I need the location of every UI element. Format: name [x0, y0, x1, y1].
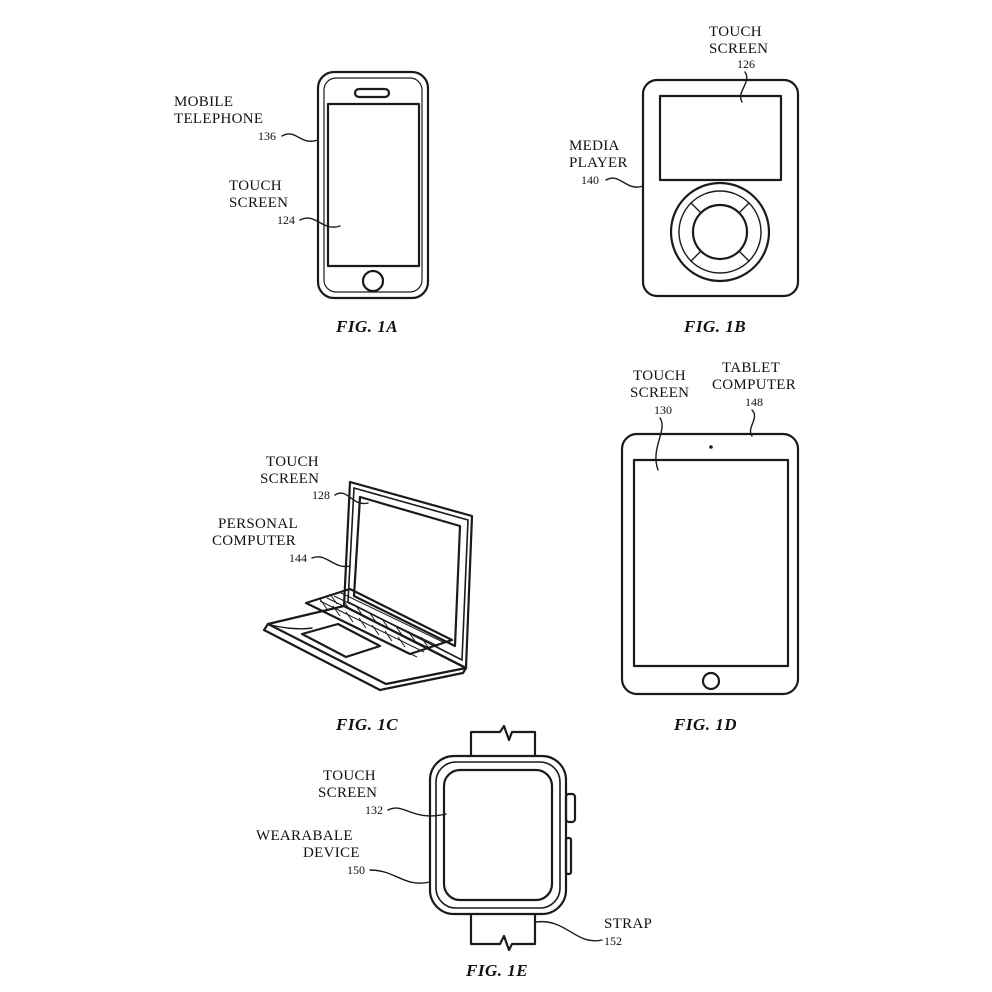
media-player-body [643, 80, 798, 296]
fig1a-device-leader [282, 134, 318, 141]
fig1c-device-number: 144 [289, 551, 307, 565]
wheel-divider [691, 252, 700, 261]
media-player-click-wheel-outer [671, 183, 769, 281]
watch-strap-top [471, 726, 535, 756]
fig1e-strap-label: STRAP [604, 916, 652, 932]
tablet-camera [709, 445, 713, 449]
watch-side-button [566, 838, 571, 874]
fig1b-device-label-line1: MEDIA [569, 138, 620, 154]
wheel-divider [740, 252, 749, 261]
fig-1e: TOUCH SCREEN 132 WEARABALE DEVICE 150 ST… [256, 726, 652, 980]
fig-1d: TOUCH SCREEN 130 TABLET COMPUTER 148 FIG… [622, 360, 798, 734]
fig1a-screen-number: 124 [277, 213, 295, 227]
fig1b-screen-label-line1: TOUCH [709, 24, 762, 40]
fig1a-device-label-line1: MOBILE [174, 94, 233, 110]
fig1d-caption: FIG. 1D [673, 715, 737, 734]
fig1e-strap-number: 152 [604, 934, 622, 948]
watch-case-inner [436, 762, 560, 908]
fig1a-screen-label-line2: SCREEN [229, 195, 288, 211]
watch-digital-crown [566, 794, 575, 822]
fig1c-screen-label-line2: SCREEN [260, 471, 319, 487]
fig1c-device-leader [312, 557, 350, 567]
fig1d-screen-label-line2: SCREEN [630, 385, 689, 401]
fig1e-device-number: 150 [347, 863, 365, 877]
fig-1b: TOUCH SCREEN 126 MEDIA PLAYER 140 FIG. 1… [569, 24, 798, 336]
tablet-touch-screen [634, 460, 788, 666]
fig1c-screen-number: 128 [312, 488, 330, 502]
phone-touch-screen [328, 104, 419, 266]
fig1b-caption: FIG. 1B [683, 317, 746, 336]
media-player-touch-screen [660, 96, 781, 180]
fig1b-device-label-line2: PLAYER [569, 155, 628, 171]
tablet-drawing [622, 434, 798, 694]
phone-speaker [355, 89, 389, 97]
fig1b-screen-number: 126 [737, 57, 755, 71]
wheel-divider [691, 203, 700, 212]
fig1a-screen-leader [300, 218, 340, 227]
fig1e-device-label-line2: DEVICE [303, 845, 360, 861]
watch-strap-bottom [471, 914, 535, 950]
fig1a-screen-label-line1: TOUCH [229, 178, 282, 194]
fig1a-device-number: 136 [258, 129, 276, 143]
phone-body [318, 72, 428, 298]
fig1c-device-label-line2: COMPUTER [212, 533, 296, 549]
mobile-telephone-drawing [318, 72, 428, 298]
media-player-center-button [693, 205, 747, 259]
laptop-drawing [264, 482, 472, 690]
fig1e-screen-number: 132 [365, 803, 383, 817]
fig1d-device-label-line1: TABLET [722, 360, 780, 376]
phone-home-button [363, 271, 383, 291]
fig1e-screen-leader [388, 808, 446, 816]
fig-1c: TOUCH SCREEN 128 PERSONAL COMPUTER 144 F… [212, 454, 472, 734]
fig1e-screen-label-line1: TOUCH [323, 768, 376, 784]
fig1d-device-label-line2: COMPUTER [712, 377, 796, 393]
fig1b-device-number: 140 [581, 173, 599, 187]
tablet-home-button [703, 673, 719, 689]
fig1a-device-label-line2: TELEPHONE [174, 111, 263, 127]
fig1b-screen-leader [741, 72, 747, 102]
watch-case [430, 756, 566, 914]
fig1d-device-leader [750, 410, 754, 436]
fig1d-screen-number: 130 [654, 403, 672, 417]
laptop-touch-screen [354, 497, 460, 646]
laptop-lid-bezel [348, 488, 468, 660]
fig1e-screen-label-line2: SCREEN [318, 785, 377, 801]
fig1c-device-label-line1: PERSONAL [218, 516, 298, 532]
fig1b-screen-label-line2: SCREEN [709, 41, 768, 57]
tablet-body [622, 434, 798, 694]
laptop-base-edge [264, 624, 466, 690]
phone-bezel [324, 78, 422, 292]
fig1e-device-leader [370, 870, 430, 883]
fig-1a: MOBILE TELEPHONE 136 TOUCH SCREEN 124 FI… [174, 72, 428, 336]
fig1c-screen-label-line1: TOUCH [266, 454, 319, 470]
wheel-divider [740, 203, 749, 212]
fig1e-caption: FIG. 1E [465, 961, 528, 980]
fig1b-device-leader [606, 178, 643, 187]
fig1d-screen-label-line1: TOUCH [633, 368, 686, 384]
fig1e-device-label-line1: WEARABALE [256, 828, 353, 844]
fig1d-screen-leader [656, 418, 662, 470]
watch-drawing [430, 726, 575, 950]
watch-touch-screen [444, 770, 552, 900]
fig1c-caption: FIG. 1C [335, 715, 398, 734]
media-player-drawing [643, 80, 798, 296]
fig1a-caption: FIG. 1A [335, 317, 398, 336]
fig1e-strap-leader [536, 922, 602, 941]
fig1d-device-number: 148 [745, 395, 763, 409]
laptop-trackpad [302, 624, 380, 657]
